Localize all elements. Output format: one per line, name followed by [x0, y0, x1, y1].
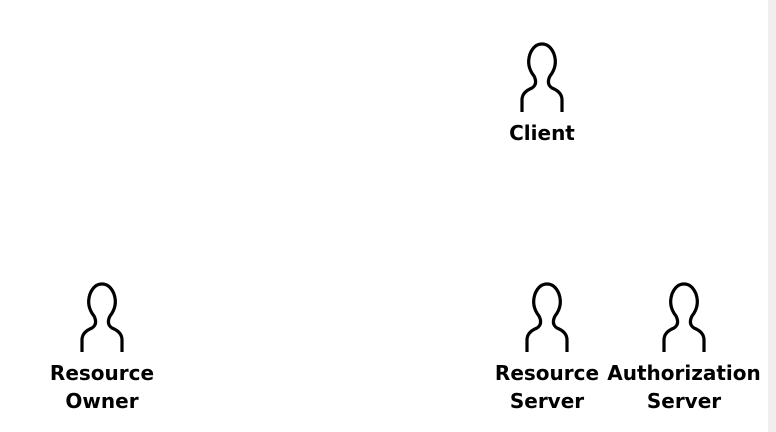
actor-client: Client: [462, 40, 622, 147]
edge-bar: [768, 0, 776, 432]
person-icon: [80, 282, 124, 352]
label-line: Owner: [65, 389, 139, 413]
actor-label-authorization-server: Authorization Server: [607, 359, 761, 415]
actor-resource-server: Resource Server: [467, 280, 627, 415]
label-line: Resource: [49, 361, 155, 385]
label-line: Server: [509, 389, 585, 413]
person-icon: [525, 282, 569, 352]
person-icon: [662, 282, 706, 352]
label-line: Server: [646, 389, 722, 413]
label-line: Client: [509, 121, 575, 145]
label-line: Authorization: [607, 361, 761, 385]
actor-authorization-server: Authorization Server: [604, 280, 764, 415]
actor-label-resource-server: Resource Server: [495, 359, 599, 415]
actor-label-client: Client: [509, 119, 575, 147]
actor-resource-owner: Resource Owner: [22, 280, 182, 415]
person-icon: [520, 42, 564, 112]
label-line: Resource: [494, 361, 600, 385]
actor-label-resource-owner: Resource Owner: [50, 359, 154, 415]
